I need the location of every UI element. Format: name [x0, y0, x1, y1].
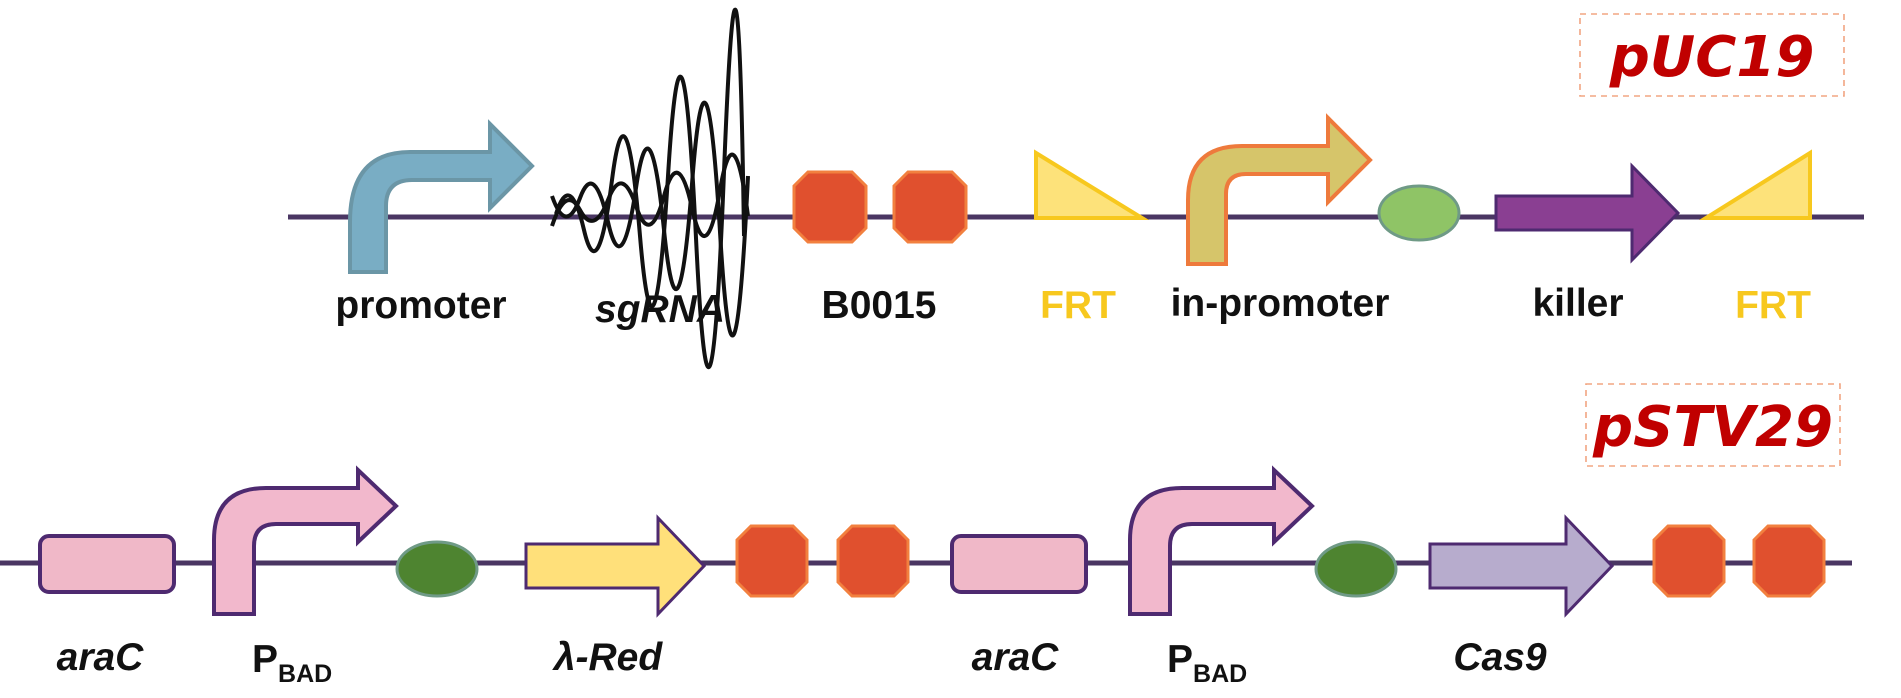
label-pbad-1-sub: BAD	[278, 660, 332, 688]
label-pbad-2: PBAD	[1167, 638, 1247, 688]
frt-triangle-icon	[1034, 149, 1150, 220]
label-pbad-1: PBAD	[252, 638, 332, 688]
label-arac-2: araC	[972, 636, 1060, 679]
label-pbad-2-main: P	[1167, 638, 1193, 681]
puc19-name-box	[1579, 13, 1845, 97]
label-frt-1: FRT	[1040, 284, 1116, 327]
pbad-promoter-arrow-icon	[1128, 465, 1315, 616]
promoter-arrow-icon	[348, 119, 535, 274]
killer-arrow-icon	[1494, 162, 1681, 264]
label-in-promoter: in-promoter	[1171, 282, 1390, 325]
rbs-oval-icon	[395, 540, 479, 598]
pstv29-name-box	[1585, 383, 1841, 467]
puc19-construct: pUC19 promoter sgRNA B0015 FRT in-promot…	[288, 7, 1864, 370]
arac-box-icon	[38, 534, 176, 594]
terminator-octagon-icon	[1652, 524, 1726, 598]
terminator-octagon-icon	[836, 524, 910, 598]
frt-triangle-icon	[1699, 149, 1812, 220]
rbs-oval-icon	[1377, 184, 1461, 242]
sgrna-helix-icon	[550, 7, 750, 370]
label-arac-1: araC	[57, 636, 145, 679]
in-promoter-arrow-icon	[1186, 113, 1373, 266]
pbad-promoter-arrow-icon	[212, 465, 399, 616]
label-lambda-red: λ-Red	[552, 636, 664, 679]
label-cas9: Cas9	[1453, 636, 1547, 679]
label-pbad-2-sub: BAD	[1193, 660, 1247, 688]
cas9-arrow-icon	[1428, 514, 1615, 618]
label-sgrna: sgRNA	[595, 288, 725, 331]
rbs-oval-icon	[1314, 540, 1398, 598]
label-killer: killer	[1532, 282, 1623, 325]
label-pbad-1-main: P	[252, 638, 278, 681]
label-frt-2: FRT	[1735, 284, 1811, 327]
terminator-octagon-icon	[892, 170, 968, 244]
puc19-name: pUC19	[1609, 25, 1815, 90]
lambda-red-arrow-icon	[524, 514, 707, 618]
terminator-octagon-icon	[735, 524, 809, 598]
arac-box-icon	[950, 534, 1088, 594]
label-b0015: B0015	[822, 284, 937, 327]
terminator-octagon-icon	[1752, 524, 1826, 598]
pstv29-name: pSTV29	[1592, 395, 1833, 460]
pstv29-construct: pSTV29 araC PBAD λ-Red araC PBAD Cas9	[0, 383, 1852, 688]
label-promoter: promoter	[335, 284, 506, 327]
terminator-octagon-icon	[792, 170, 868, 244]
